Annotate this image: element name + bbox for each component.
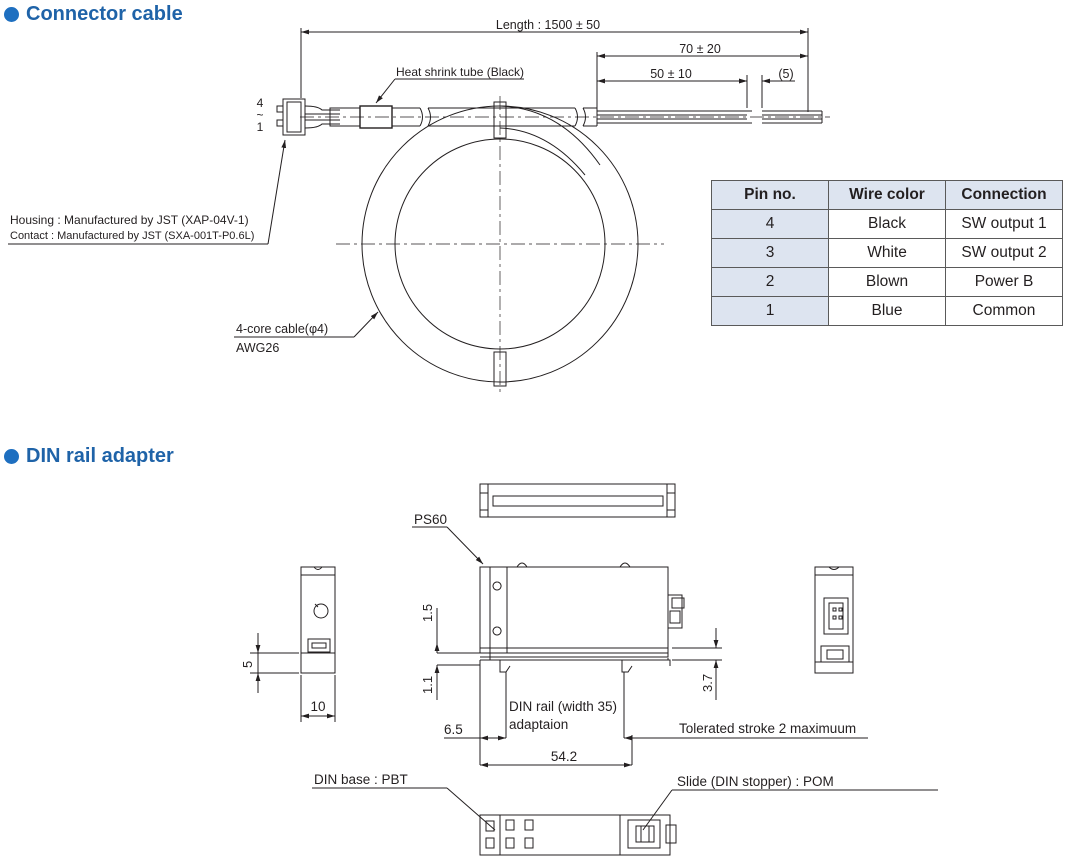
core-cable-label: 4-core cable(φ4): [236, 322, 328, 336]
table-row: 2 Blown Power B: [711, 267, 1063, 297]
wire-color-cell: Blown: [828, 267, 946, 297]
table-row: 1 Blue Common: [711, 296, 1063, 326]
pin-table: Pin no. Wire color Connection 4 Black SW…: [711, 180, 1063, 326]
connector-cable-drawing: [8, 28, 830, 392]
dim-3-7-label: 3.7: [700, 674, 715, 692]
dim-70-label: 70 ± 20: [679, 42, 721, 56]
ps60-label: PS60: [414, 512, 447, 527]
dim-5-label: 5: [240, 661, 255, 668]
housing-label: Housing : Manufactured by JST (XAP-04V-1…: [10, 213, 249, 227]
wire-color-cell: White: [828, 238, 946, 268]
din-rail-label-line2: adaptaion: [509, 717, 568, 732]
pin-number-cell: 3: [711, 238, 829, 268]
wire-color-cell: Black: [828, 209, 946, 239]
dim-54-2-label: 54.2: [551, 749, 577, 764]
pin-table-header-row: Pin no. Wire color Connection: [711, 180, 1063, 210]
pin-number-bottom: 1: [257, 120, 264, 134]
dim-10-label: 10: [310, 699, 325, 714]
dim-5-label: (5): [778, 67, 793, 81]
contact-label: Contact : Manufactured by JST (SXA-001T-…: [10, 230, 254, 242]
pin-number-cell: 1: [711, 296, 829, 326]
section-title-text: Connector cable: [26, 3, 183, 25]
bullet-icon: [4, 449, 19, 464]
connection-cell: Power B: [945, 267, 1063, 297]
connection-cell: SW output 1: [945, 209, 1063, 239]
pin-number-cell: 2: [711, 267, 829, 297]
connection-cell: Common: [945, 296, 1063, 326]
pin-number-cell: 4: [711, 209, 829, 239]
heat-shrink-label: Heat shrink tube (Black): [396, 65, 524, 79]
dim-1-1-label: 1.1: [420, 676, 435, 694]
pin-table-header: Wire color: [828, 180, 946, 210]
section-title-text: DIN rail adapter: [26, 445, 174, 467]
slide-label: Slide (DIN stopper) : POM: [677, 774, 834, 789]
connection-cell: SW output 2: [945, 238, 1063, 268]
wire-color-cell: Blue: [828, 296, 946, 326]
din-rail-label-line1: DIN rail (width 35): [509, 699, 617, 714]
table-row: 3 White SW output 2: [711, 238, 1063, 268]
stroke-label: Tolerated stroke 2 maximuum: [679, 721, 856, 736]
dim-1-5-label: 1.5: [420, 604, 435, 622]
din-base-label: DIN base : PBT: [314, 772, 408, 787]
awg-label: AWG26: [236, 341, 279, 355]
section-title-din-rail-adapter: DIN rail adapter: [4, 445, 174, 468]
bullet-icon: [4, 7, 19, 22]
pin-number-top: 4: [257, 96, 264, 110]
dim-50-label: 50 ± 10: [650, 67, 692, 81]
section-title-connector-cable: Connector cable: [4, 3, 183, 26]
din-rail-adapter-drawing: [250, 483, 938, 856]
table-row: 4 Black SW output 1: [711, 209, 1063, 239]
pin-range-tilde: ~: [256, 108, 263, 122]
pin-table-header: Pin no.: [711, 180, 829, 210]
pin-table-header: Connection: [945, 180, 1063, 210]
cable-length-label: Length : 1500 ± 50: [496, 18, 600, 32]
dim-6-5-label: 6.5: [444, 722, 463, 737]
